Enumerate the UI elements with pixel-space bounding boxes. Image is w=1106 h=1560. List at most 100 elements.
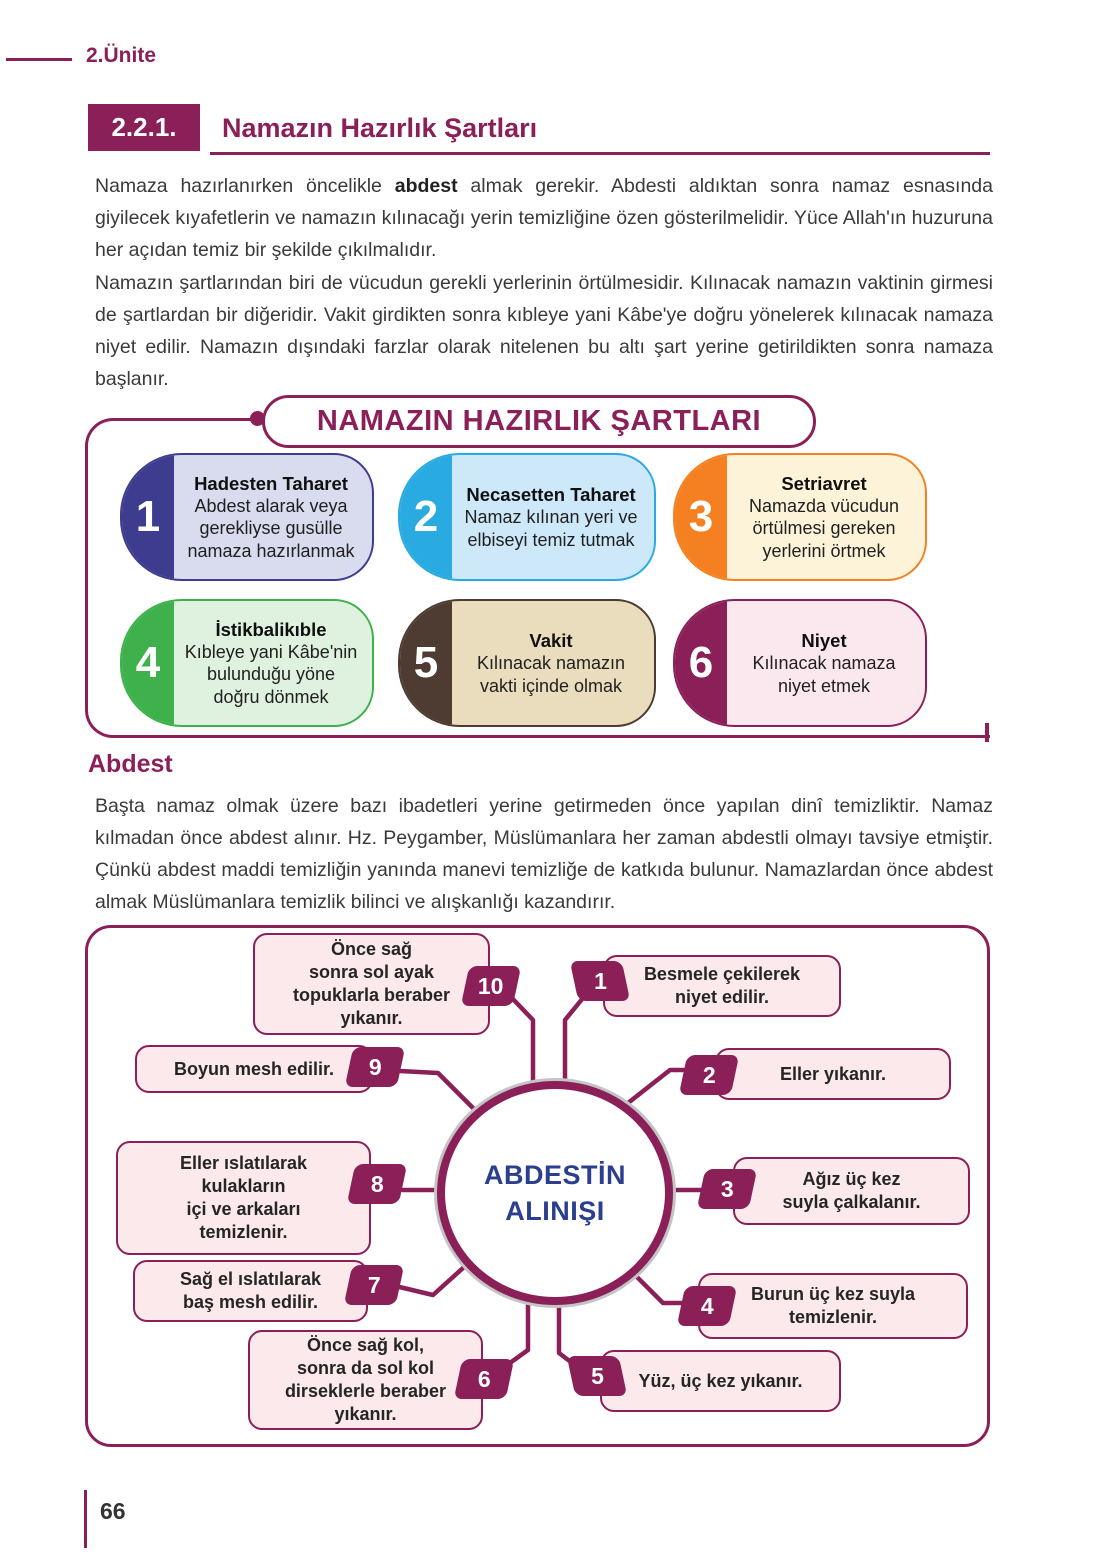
step-box-10: Önce sağ sonra sol ayak topuklarla berab… bbox=[253, 933, 490, 1035]
section-underline bbox=[210, 152, 990, 155]
step-box-4: Burun üç kez suyla temizlenir. bbox=[698, 1273, 968, 1339]
card-4-title: İstikbalikıble bbox=[215, 618, 327, 640]
card-6-line: Kılınacak namaza bbox=[752, 653, 896, 673]
card-4-line: doğru dönmek bbox=[213, 686, 329, 707]
card-1-number-strip: 1 bbox=[122, 455, 174, 579]
step-10-line: topuklarla beraber bbox=[292, 985, 451, 1005]
step-7-line: baş mesh edilir. bbox=[182, 1292, 319, 1312]
step-badge-7: 7 bbox=[343, 1265, 405, 1305]
step-6-line: sonra da sol kol bbox=[296, 1358, 435, 1378]
step-10-line: sonra sol ayak bbox=[308, 962, 435, 982]
step-1-line: niyet edilir. bbox=[674, 987, 770, 1007]
card-4-number: 4 bbox=[135, 638, 161, 687]
step-7-line: Sağ el ıslatılarak bbox=[179, 1269, 322, 1289]
card-1-line: gerekliyse gusülle bbox=[199, 518, 343, 539]
card-3-line: yerlerini örtmek bbox=[762, 540, 886, 561]
step-badge-6: 6 bbox=[453, 1359, 515, 1399]
center-title-line-1: ABDESTİN bbox=[483, 1160, 626, 1190]
footer-rule bbox=[84, 1490, 87, 1548]
card-6-text: Niyet Kılınacak namaza niyet etmek bbox=[727, 601, 921, 725]
card-5-title: Vakit bbox=[529, 630, 573, 651]
condition-card-1: 1 Hadesten Taharet Abdest alarak veya ge… bbox=[120, 453, 374, 581]
step-4-line: temizlenir. bbox=[788, 1307, 878, 1327]
card-5-number: 5 bbox=[413, 638, 439, 687]
connector-line-6 bbox=[500, 1295, 531, 1371]
card-3-text: Setriavret Namazda vücudun örtülmesi ger… bbox=[727, 455, 921, 579]
step-8-line: içi ve arkaları bbox=[186, 1199, 301, 1219]
step-box-7: Sağ el ıslatılarak baş mesh edilir. bbox=[133, 1260, 368, 1322]
step-10-line: yıkanır. bbox=[340, 1008, 403, 1028]
step-box-8: Eller ıslatılarak kulakların içi ve arka… bbox=[116, 1141, 371, 1255]
card-1-text: Hadesten Taharet Abdest alarak veya gere… bbox=[174, 455, 368, 579]
condition-card-4: 4 İstikbalikıble Kıbleye yani Kâbe'nin b… bbox=[120, 599, 374, 727]
step-5-number: 5 bbox=[590, 1362, 604, 1389]
step-6-number: 6 bbox=[477, 1365, 491, 1392]
condition-card-3: 3 Setriavret Namazda vücudun örtülmesi g… bbox=[673, 453, 927, 581]
step-1-line: Besmele çekilerek bbox=[643, 964, 801, 984]
step-box-9: Boyun mesh edilir. bbox=[135, 1045, 373, 1093]
card-5-number-strip: 5 bbox=[400, 601, 452, 725]
connector-line-2 bbox=[625, 1067, 689, 1106]
connector-line-7 bbox=[388, 1256, 476, 1298]
step-6-line: Önce sağ kol, bbox=[306, 1335, 425, 1355]
step-badge-3: 3 bbox=[696, 1169, 758, 1209]
outline-mask bbox=[811, 415, 990, 425]
card-6-number-strip: 6 bbox=[675, 601, 727, 725]
card-2-line: Namaz kılınan yeri ve bbox=[464, 507, 638, 527]
intro-p1-before: Namaza hazırlanırken öncelikle bbox=[95, 175, 395, 197]
outline-end-tick bbox=[985, 723, 989, 742]
connector-line-4 bbox=[628, 1268, 687, 1306]
step-10-number: 10 bbox=[478, 972, 504, 999]
card-4-line: Kıbleye yani Kâbe'nin bbox=[184, 641, 358, 662]
intro-paragraph-1: Namaza hazırlanırken öncelikle abdest al… bbox=[95, 170, 993, 266]
card-3-title: Setriavret bbox=[781, 472, 867, 494]
header-rule bbox=[6, 58, 72, 61]
connector-dot bbox=[250, 411, 265, 426]
step-box-5: Yüz, üç kez yıkanır. bbox=[600, 1350, 841, 1412]
step-badge-9: 9 bbox=[344, 1047, 406, 1087]
step-box-1: Besmele çekilerek niyet edilir. bbox=[603, 955, 841, 1017]
step-box-6: Önce sağ kol, sonra da sol kol dirsekler… bbox=[248, 1330, 483, 1430]
step-badge-1: 1 bbox=[569, 961, 631, 1001]
card-5-text: Vakit Kılınacak namazın vakti içinde olm… bbox=[452, 601, 650, 725]
card-4-line: bulunduğu yöne bbox=[206, 664, 336, 685]
step-badge-8: 8 bbox=[346, 1164, 408, 1204]
step-badge-10: 10 bbox=[460, 966, 522, 1006]
section-number-badge: 2.2.1. bbox=[88, 104, 200, 151]
card-1-title: Hadesten Taharet bbox=[194, 472, 348, 494]
step-5-line: Yüz, üç kez yıkanır. bbox=[638, 1370, 803, 1391]
intro-p1-after: almak gerekir. Abdesti aldıktan sonra na… bbox=[95, 175, 993, 261]
card-2-number-strip: 2 bbox=[400, 455, 452, 579]
abdest-paragraph: Başta namaz olmak üzere bazı ibadetleri … bbox=[95, 795, 993, 913]
step-badge-5: 5 bbox=[566, 1356, 628, 1396]
unit-label: 2.Ünite bbox=[86, 44, 157, 67]
connector-line-10 bbox=[507, 993, 536, 1101]
diagram-title: NAMAZIN HAZIRLIK ŞARTLARI bbox=[262, 395, 816, 448]
step-2-number: 2 bbox=[702, 1061, 716, 1088]
step-9-line: Boyun mesh edilir. bbox=[173, 1058, 335, 1079]
step-4-number: 4 bbox=[700, 1292, 714, 1319]
condition-card-6: 6 Niyet Kılınacak namaza niyet etmek bbox=[673, 599, 927, 727]
step-badge-4: 4 bbox=[676, 1286, 738, 1326]
card-3-number: 3 bbox=[688, 492, 714, 541]
step-box-2: Eller yıkanır. bbox=[715, 1048, 951, 1100]
card-2-line: elbiseyi temiz tutmak bbox=[467, 529, 635, 550]
card-4-number-strip: 4 bbox=[122, 601, 174, 725]
card-4-text: İstikbalikıble Kıbleye yani Kâbe'nin bul… bbox=[174, 601, 368, 725]
step-box-3: Ağız üç kez suyla çalkalanır. bbox=[733, 1157, 970, 1225]
step-10-line: Önce sağ bbox=[330, 939, 413, 959]
step-1-number: 1 bbox=[593, 967, 607, 994]
connector-line-1 bbox=[562, 995, 586, 1101]
step-4-line: Burun üç kez suyla bbox=[750, 1284, 916, 1304]
step-9-number: 9 bbox=[368, 1053, 382, 1080]
card-6-number: 6 bbox=[688, 638, 714, 687]
step-8-line: temizlenir. bbox=[199, 1222, 288, 1242]
step-3-number: 3 bbox=[720, 1175, 734, 1202]
page-number: 66 bbox=[100, 1498, 126, 1524]
wudu-steps-diagram: ABDESTİN ALINIŞI Önce sağ sonra sol ayak… bbox=[85, 925, 990, 1447]
card-1-number: 1 bbox=[135, 492, 161, 541]
card-6-title: Niyet bbox=[801, 630, 847, 651]
abdest-heading: Abdest bbox=[88, 750, 173, 778]
condition-card-2: 2 Necasetten Taharet Namaz kılınan yeri … bbox=[398, 453, 656, 581]
card-3-line: örtülmesi gereken bbox=[752, 518, 896, 539]
